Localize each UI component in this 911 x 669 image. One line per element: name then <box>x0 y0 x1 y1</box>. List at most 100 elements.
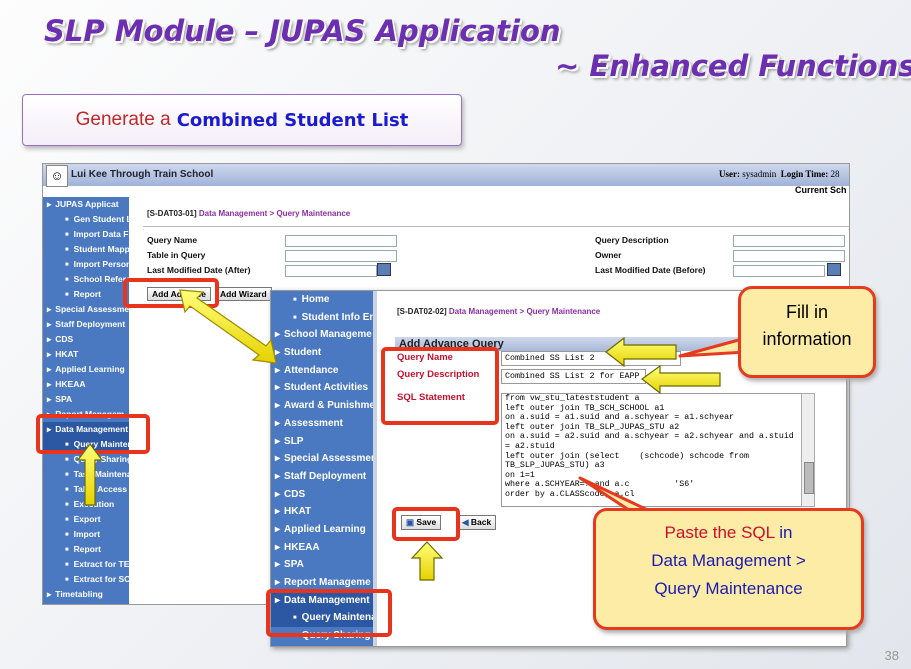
sql-line: from vw_stu_lateststudent a <box>505 394 640 403</box>
sql-scrollbar[interactable] <box>801 393 815 507</box>
sidebar-item[interactable]: Query Maintena <box>271 609 373 628</box>
sql-line: on a.suid = a2.suid and a.schyear = a2.s… <box>505 432 794 442</box>
callout-fill-info: Fill in information <box>738 286 876 378</box>
sql-line: left outer join (select (schcode) schcod… <box>505 451 749 461</box>
sidebar-item[interactable]: Task Maintenan <box>43 467 129 482</box>
school-logo-icon: ☺ <box>46 165 68 187</box>
sidebar-item[interactable]: SLP <box>271 433 373 451</box>
sql-line: left outer join TB_SCH_SCHOOL a1 <box>505 403 665 413</box>
last-modified-before-input[interactable] <box>733 265 825 277</box>
sidebar-item[interactable]: Special Assessmer <box>271 450 373 468</box>
last-modified-after-input[interactable] <box>285 265 377 277</box>
sidebar-item[interactable]: Report <box>43 287 129 302</box>
sidebar-item[interactable]: Gen Student L <box>43 212 129 227</box>
sql-line: on 1=1 <box>505 470 535 480</box>
sidebar-item[interactable]: Table Access C <box>43 482 129 497</box>
highlight-form-labels <box>381 347 499 425</box>
sidebar-item[interactable]: JUPAS Applicat <box>43 197 129 212</box>
breadcrumb: [S-DAT02-02] Data Management > Query Mai… <box>397 307 601 316</box>
banner-prefix: Generate a <box>75 109 171 130</box>
sidebar-scrollbar[interactable] <box>373 291 377 646</box>
banner-bold: Combined Student List <box>176 109 409 131</box>
highlight-data-management-2 <box>266 589 392 637</box>
sidebar-item[interactable]: Staff Deployment <box>271 468 373 486</box>
label-last-modified-after: Last Modified Date (After) <box>147 265 251 275</box>
sql-line: where a.SCHYEAR=? and a.c 'S6' <box>505 480 695 490</box>
owner-input[interactable] <box>733 250 845 262</box>
slide-subtitle: ~ Enhanced Functions <box>555 49 911 83</box>
label-sql-statement: SQL Statement <box>397 392 465 403</box>
slide-title: SLP Module – JUPAS Application <box>44 14 561 48</box>
query-description-input[interactable] <box>733 235 845 247</box>
user-info: User: sysadmin Login Time: 28 <box>719 169 840 179</box>
save-button[interactable]: ▣ Save <box>401 515 442 530</box>
sidebar-item[interactable]: Staff Deployment <box>43 317 129 332</box>
sidebar-item[interactable]: Export <box>43 512 129 527</box>
sidebar-item[interactable]: Applied Learning <box>271 521 373 539</box>
sidebar-item[interactable]: Applied Learning <box>43 362 129 377</box>
sidebar-item[interactable]: CDS <box>43 332 129 347</box>
sidebar-item[interactable]: Assessment <box>271 415 373 433</box>
sql-line: order by a.CLASScode, a.cl <box>505 489 635 499</box>
double-arrow-icon <box>179 289 277 364</box>
sidebar-item[interactable]: HKAT <box>43 347 129 362</box>
sidebar-item[interactable]: Attendance <box>271 362 373 380</box>
sidebar: HomeStudent Info EnqSchool ManagemeStude… <box>271 291 373 646</box>
banner: Generate a Combined Student List <box>22 94 462 146</box>
sidebar-item[interactable]: Import <box>43 527 129 542</box>
sidebar-item[interactable]: Import Person <box>43 257 129 272</box>
left-arrow-icon <box>605 336 677 368</box>
label-query-name: Query Name <box>397 352 453 363</box>
calendar-icon[interactable] <box>827 263 841 276</box>
query-name-input[interactable] <box>285 235 397 247</box>
up-arrow-icon <box>410 541 444 581</box>
sidebar-item[interactable]: School Refere <box>43 272 129 287</box>
sidebar-item[interactable]: Data Management <box>271 591 373 610</box>
breadcrumb: [S-DAT03-01] Data Management > Query Mai… <box>147 209 351 218</box>
sidebar-item[interactable]: Data Management <box>43 422 129 437</box>
highlight-add-advance <box>123 278 219 308</box>
sql-line: left outer join TB_SLP_JUPAS_STU a2 <box>505 422 680 432</box>
label-query-description: Query Description <box>595 235 669 245</box>
save-icon: ▣ <box>406 517 415 527</box>
sidebar-item[interactable]: School Manageme <box>271 326 373 344</box>
sidebar-item[interactable]: Report Manageme <box>271 574 373 592</box>
callout-paste-sql: Paste the SQL in Data Management > Query… <box>593 508 864 630</box>
sidebar-item[interactable]: SPA <box>43 392 129 407</box>
label-owner: Owner <box>595 250 622 260</box>
highlight-save <box>392 507 460 541</box>
sidebar-item[interactable]: Home <box>271 291 373 309</box>
sidebar-item[interactable]: Extract for SOP <box>43 572 129 587</box>
top-bar: ☺ Lui Kee Through Train School User: sys… <box>43 164 849 187</box>
sidebar-item[interactable]: Student Activities <box>271 379 373 397</box>
sidebar-item[interactable]: Student Mapp <box>43 242 129 257</box>
back-label: Back <box>470 517 492 527</box>
sql-line: = a2.stuid <box>505 441 555 451</box>
sidebar-item[interactable]: SPA <box>271 556 373 574</box>
current-school: Current Sch <box>795 185 847 195</box>
sidebar-item[interactable]: HKEAA <box>43 377 129 392</box>
sql-line: on a.suid = a1.suid and a.schyear = a1.s… <box>505 413 735 423</box>
sidebar-item[interactable]: Special Assessme <box>43 302 129 317</box>
sql-line: TB_SLP_JUPAS_STU) a3 <box>505 461 605 471</box>
sidebar-item[interactable]: Import Data Fi <box>43 227 129 242</box>
sidebar-item[interactable]: CDS <box>271 486 373 504</box>
sidebar-item[interactable]: Student Info Enq <box>271 309 373 327</box>
sidebar-item[interactable]: Extract for TES <box>43 557 129 572</box>
save-label: Save <box>416 517 437 527</box>
sidebar-item[interactable]: HKEAA <box>271 539 373 557</box>
label-query-name: Query Name <box>147 235 198 245</box>
sidebar-item[interactable]: HKAT <box>271 503 373 521</box>
up-arrow-icon <box>76 443 104 506</box>
sidebar-item[interactable]: Report <box>43 542 129 557</box>
label-last-modified-before: Last Modified Date (Before) <box>595 265 706 275</box>
sidebar-item[interactable]: Query Maintena <box>43 437 129 452</box>
sidebar-item[interactable]: Award & Punishme <box>271 397 373 415</box>
sidebar-item[interactable]: Timetabling <box>43 587 129 602</box>
calendar-icon[interactable] <box>377 263 391 276</box>
page-number: 38 <box>884 648 899 663</box>
sidebar-item[interactable]: Student <box>271 344 373 362</box>
table-in-query-input[interactable] <box>285 250 397 262</box>
